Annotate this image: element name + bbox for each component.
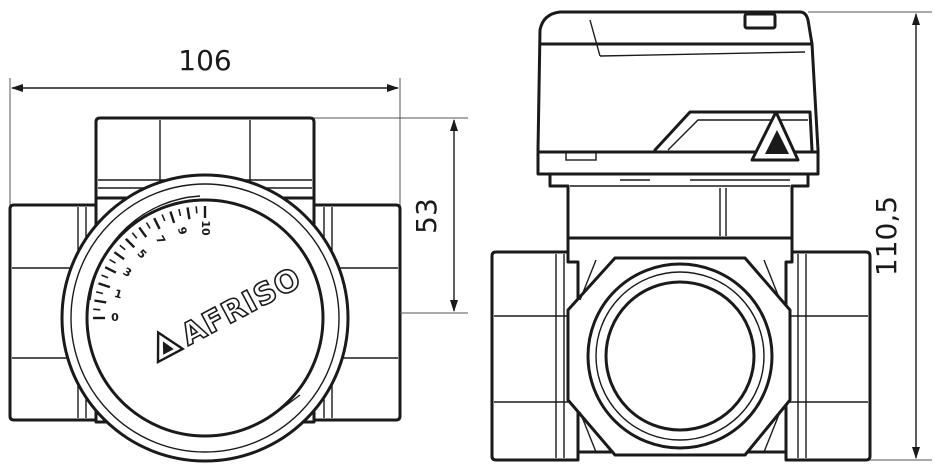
dial-tick (98, 282, 111, 289)
dial-tick (113, 251, 125, 261)
actuator-housing (536, 10, 820, 176)
dial-tick (186, 207, 191, 220)
side-left-port (490, 250, 580, 462)
dial-tick (161, 214, 166, 222)
dimension-height-side: 110,5 (808, 11, 932, 461)
dial-tick (93, 308, 101, 311)
dial-tick (104, 266, 117, 274)
dimension-height-front: 53 (314, 117, 468, 314)
valve-neck (548, 172, 810, 240)
dial-tick (131, 232, 138, 239)
dial-tick (95, 291, 104, 295)
dimension-height-side-label: 110,5 (870, 196, 903, 276)
dial-tick (153, 217, 161, 230)
side-center-port (566, 256, 792, 457)
dimension-width: 106 (9, 44, 401, 205)
dial-scale-label: 1 (113, 287, 124, 302)
side-right-port (784, 250, 872, 462)
dial-tick (169, 211, 176, 224)
dial-tick (101, 274, 109, 279)
dial-scale-label: 0 (111, 311, 119, 324)
dial-scale-label: 10 (199, 220, 212, 236)
dial-tick (138, 226, 148, 238)
dial-scale-label: 9 (175, 226, 190, 237)
dial-tick (94, 299, 107, 304)
side-view (490, 10, 872, 462)
dimension-height-front-label: 53 (410, 198, 443, 234)
dial-tick (124, 237, 136, 249)
dimension-width-label: 106 (178, 44, 231, 77)
dial-tick (119, 244, 126, 251)
dial-tick (178, 208, 182, 217)
dial-tick (195, 206, 198, 214)
dial-tick (109, 258, 116, 264)
dial-tick (145, 222, 151, 229)
